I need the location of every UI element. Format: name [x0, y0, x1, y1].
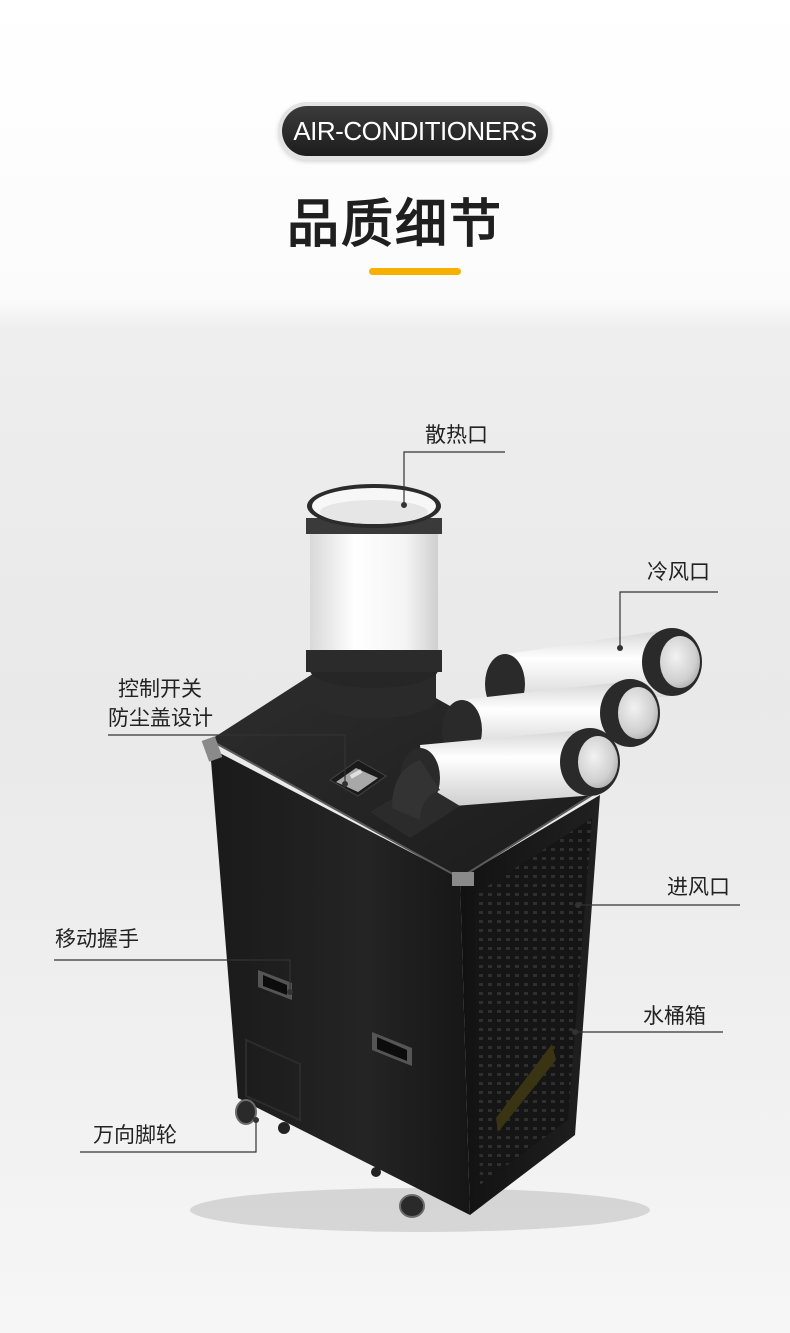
callout-air-inlet: 进风口	[667, 875, 730, 899]
air-inlet-grille	[474, 818, 592, 1185]
leader-line-wheels	[80, 1120, 257, 1153]
callout-water-tank: 水桶箱	[643, 1004, 706, 1028]
callout-cold-vent: 冷风口	[647, 560, 710, 584]
page-title: 品质细节	[286, 195, 503, 255]
caster-wheel	[235, 1099, 257, 1125]
unit-front-panel	[210, 748, 470, 1215]
callout-handle: 移动握手	[55, 927, 139, 951]
category-badge: AIR-CONDITIONERS	[278, 102, 552, 160]
leader-line-switch	[108, 734, 346, 784]
heat-exhaust-duct	[310, 520, 438, 670]
callout-switch-line2: 防尘盖设计	[108, 706, 213, 730]
callout-wheels: 万向脚轮	[93, 1123, 177, 1147]
leader-line-handle	[54, 959, 291, 992]
callout-heat-vent: 散热口	[425, 423, 488, 447]
category-badge-label: AIR-CONDITIONERS	[282, 106, 548, 156]
title-underline	[369, 268, 461, 275]
leader-line-cold-vent	[619, 591, 718, 648]
callout-switch-line1: 控制开关	[118, 677, 202, 701]
leader-line-heat-vent	[403, 451, 505, 505]
caster-wheel	[399, 1194, 425, 1218]
